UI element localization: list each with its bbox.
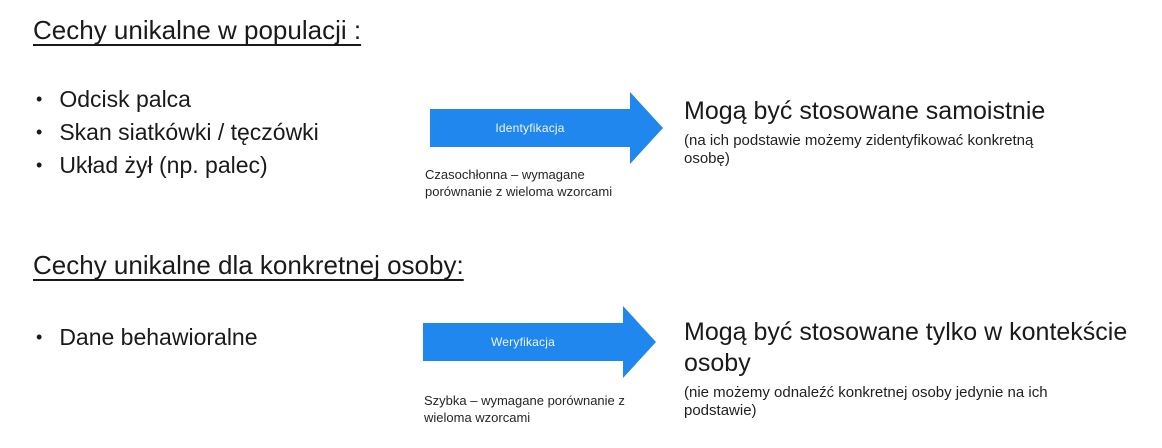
section2-bullet-list: • Dane behawioralne [36,322,258,355]
bullet-item-vein-pattern: • Układ żył (np. palec) [36,150,319,183]
identification-arrow-label: Identyfikacja [495,121,565,135]
section1-result-note: (na ich podstawie możemy zidentyfikować … [684,132,1034,167]
bullet-icon: • [36,89,43,109]
bullet-icon: • [36,122,43,142]
bullet-item-label: Odcisk palca [59,86,191,112]
verification-arrow: Weryfikacja [423,306,656,378]
arrow-body: Weryfikacja [423,323,623,361]
section2-arrow-caption: Szybka – wymagane porównanie z wieloma w… [424,393,625,425]
section1-result-main: Mogą być stosowane samoistnie [684,97,1046,125]
arrow-body: Identyfikacja [430,109,630,147]
identification-arrow: Identyfikacja [430,92,663,164]
section2-heading: Cechy unikalne dla konkretnej osoby: [33,250,464,280]
bullet-item-behavioral-data: • Dane behawioralne [36,322,258,355]
section1-bullet-list: • Odcisk palca • Skan siatkówki / tęczów… [36,84,319,183]
section1-heading: Cechy unikalne w populacji : [33,15,362,45]
section2-result: Mogą być stosowane tylko w kontekście os… [684,317,1154,420]
arrow-head-icon [623,306,656,378]
section2-result-note: (nie możemy odnaleźć konkretnej osoby je… [684,384,1048,419]
section1-result: Mogą być stosowane samoistnie (na ich po… [684,96,1154,168]
bullet-icon: • [36,155,43,175]
bullet-item-label: Dane behawioralne [59,324,258,350]
arrow-head-icon [630,92,663,164]
bullet-item-fingerprint: • Odcisk palca [36,84,319,117]
bullet-item-label: Skan siatkówki / tęczówki [59,119,319,145]
section1-arrow-caption: Czasochłonna – wymagane porównanie z wie… [425,167,613,199]
bullet-item-retina-iris-scan: • Skan siatkówki / tęczówki [36,117,319,150]
bullet-item-label: Układ żył (np. palec) [59,152,268,178]
section2-result-main: Mogą być stosowane tylko w kontekście os… [684,318,1128,377]
verification-arrow-label: Weryfikacja [491,335,555,349]
bullet-icon: • [36,327,43,347]
